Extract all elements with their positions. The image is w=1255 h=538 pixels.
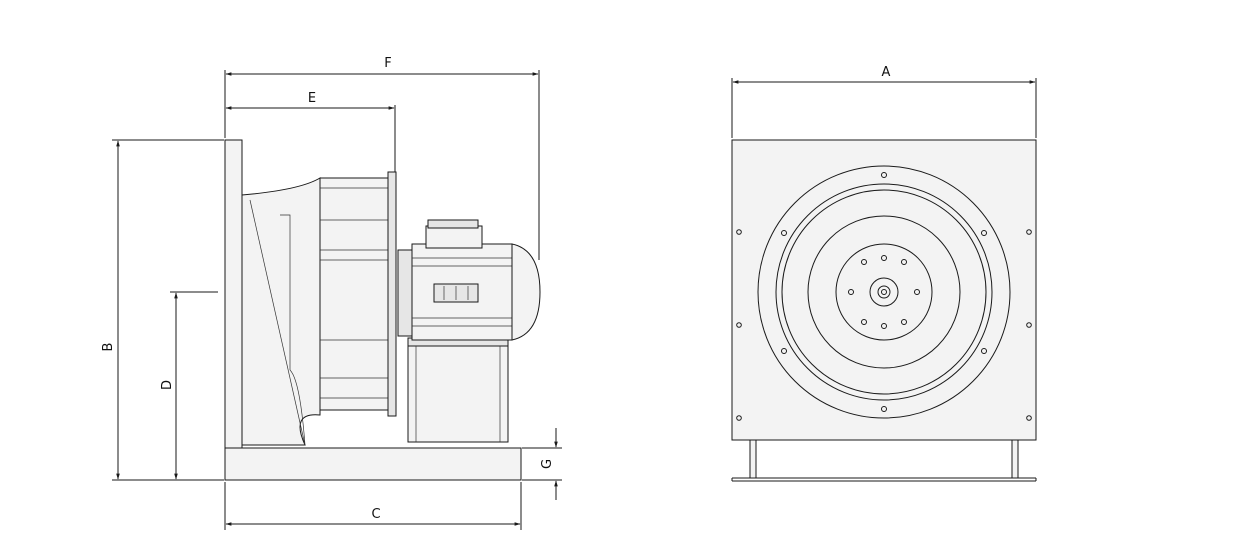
side-motor-pedestal (407, 337, 509, 443)
dim-label-A: A (882, 65, 891, 80)
dim-label-E: E (308, 91, 316, 106)
dim-label-G: G (540, 459, 555, 469)
dim-label-F: F (384, 56, 391, 71)
front-hub-plate (835, 243, 933, 341)
front-outer-flange (757, 165, 1011, 419)
front-shaft-hub (869, 277, 899, 307)
dim-label-D: D (160, 380, 175, 390)
side-back-plate (224, 139, 243, 449)
front-view: A (731, 65, 1037, 482)
side-view: F E B D C G (101, 56, 562, 530)
dim-label-B: B (101, 343, 116, 352)
side-inlet-cone (241, 177, 321, 446)
dim-label-C: C (371, 507, 380, 522)
front-impeller-ring (807, 215, 961, 369)
side-base-frame (224, 447, 522, 481)
side-motor (397, 219, 541, 341)
side-impeller (319, 177, 393, 411)
front-base (731, 439, 1037, 482)
